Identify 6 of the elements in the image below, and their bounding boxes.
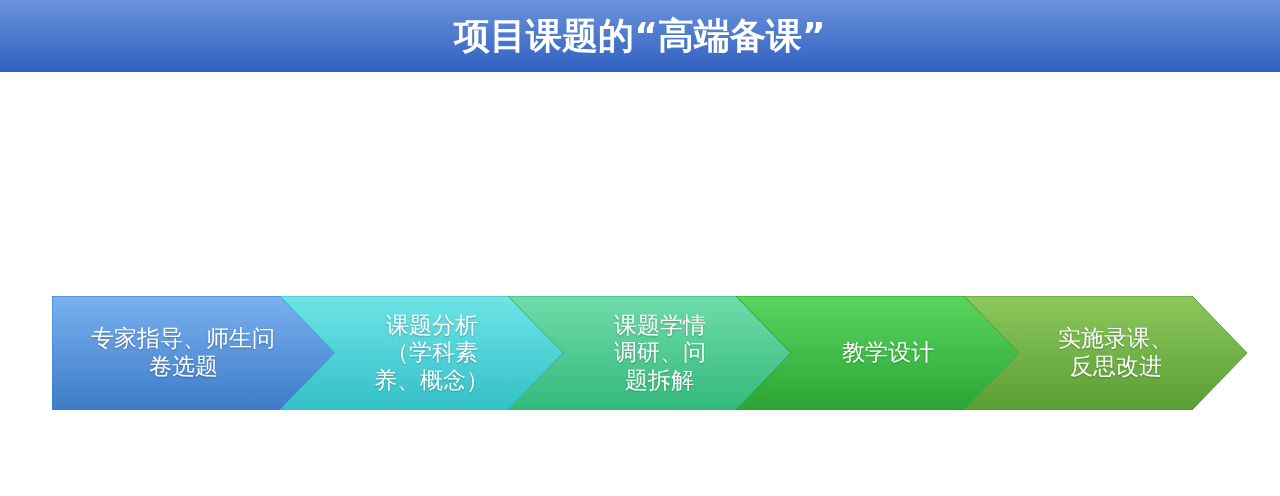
step-label: 课题分析（学科素养、概念）: [373, 311, 490, 395]
step-label: 实施录课、反思改进: [1057, 325, 1174, 381]
step-label: 教学设计: [840, 339, 935, 367]
step-label: 专家指导、师生问卷选题: [90, 325, 277, 381]
step-label: 课题学情调研、问题拆解: [612, 311, 707, 395]
title: 项目课题的“高端备课”: [454, 14, 826, 58]
